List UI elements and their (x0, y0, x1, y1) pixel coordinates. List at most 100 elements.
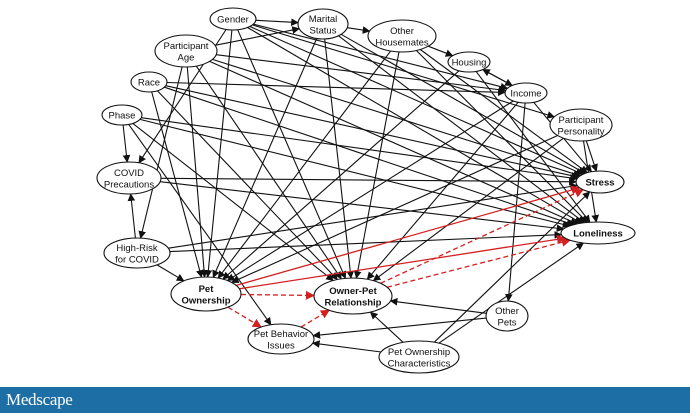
edge-other_pets-to-owner_pet (389, 297, 487, 314)
node-ellipse (485, 300, 529, 332)
node-label: Other (390, 26, 414, 37)
node-label: Stress (585, 178, 614, 189)
edge-covid_precautions-to-loneliness (160, 181, 565, 233)
edge-income-to-housing (482, 69, 513, 86)
node-ellipse (247, 323, 315, 355)
edge-race-to-income (166, 81, 506, 97)
edge-other_housemates-to-stress (419, 49, 588, 174)
edge-layer (122, 18, 600, 353)
node-ellipse (154, 34, 218, 68)
node-ellipse (130, 71, 168, 93)
edge-other_housemates-to-owner_pet (353, 51, 400, 279)
node-label: Owner-Pet (329, 286, 377, 297)
node-ellipse (297, 8, 349, 40)
node-ellipse (101, 104, 143, 126)
node-label: Issues (267, 340, 295, 351)
edge-phase-to-covid_precautions (122, 124, 131, 163)
edge-pet_ownership-to-loneliness (239, 234, 567, 290)
edge-income-to-pet_ownership (226, 100, 514, 282)
node-label: Phase (109, 111, 136, 122)
edge-participant_age-to-stress (212, 58, 581, 178)
edge-other_pets-to-pet_behavior (312, 317, 487, 339)
node-label: Age (178, 52, 195, 63)
edge-gender-to-personality (252, 24, 556, 119)
node-label: Race (138, 78, 160, 89)
node-label: Marital (309, 14, 338, 25)
edge-high_risk-to-loneliness (169, 231, 563, 253)
edge-race-to-loneliness (164, 86, 575, 227)
node-ellipse (170, 276, 242, 312)
node-ellipse (378, 340, 460, 374)
node-loneliness: Loneliness (560, 221, 636, 245)
edge-pet_characteristics-to-stress (433, 191, 591, 343)
footer-bar: Medscape (0, 387, 690, 413)
edge-phase-to-loneliness (139, 118, 571, 229)
node-label: Other (495, 306, 519, 317)
node-ellipse (504, 82, 548, 104)
node-label: Housemates (375, 37, 429, 48)
node-label: for COVID (115, 254, 159, 265)
edge-income-to-owner_pet (366, 101, 519, 280)
edge-gender-to-owner_pet (237, 29, 347, 280)
edge-covid_precautions-to-stress (160, 177, 577, 186)
edge-gender-to-pet_ownership (204, 29, 233, 278)
edge-gender-to-loneliness (247, 27, 582, 224)
node-label: Ownership (181, 295, 230, 306)
node-ellipse (549, 108, 613, 142)
edge-marital-to-pet_ownership (212, 38, 318, 279)
node-race: Race (130, 71, 168, 93)
node-label: Gender (217, 15, 249, 26)
edge-gender-to-marital (255, 18, 299, 27)
node-label: Status (310, 25, 337, 36)
node-stress: Stress (575, 170, 625, 194)
node-label: Pet Ownership (388, 347, 450, 358)
edge-pet_characteristics-to-pet_behavior (311, 340, 382, 353)
node-label: Participant (559, 115, 604, 126)
edge-participant_age-to-pet_ownership (186, 66, 208, 278)
edge-pet_ownership-to-pet_behavior (227, 306, 262, 328)
node-ellipse (103, 237, 171, 269)
edge-participant_age-to-marital (214, 26, 300, 46)
node-ellipse (575, 170, 625, 194)
node-housing: Housing (447, 51, 491, 73)
edge-other_housemates-to-housing (428, 45, 454, 57)
edge-race-to-pet_ownership (151, 91, 204, 278)
edge-marital-to-stress (340, 33, 586, 174)
edge-pet_ownership-to-owner_pet (240, 290, 315, 300)
node-label: Loneliness (573, 229, 623, 240)
edge-marital-to-other_housemates (347, 26, 371, 34)
edge-pet_behavior-to-owner_pet (300, 309, 330, 328)
edge-housing-to-pet_ownership (222, 70, 460, 280)
node-phase: Phase (101, 104, 143, 126)
node-label: Precautions (104, 179, 154, 190)
edge-other_housemates-to-pet_ownership (217, 50, 392, 279)
node-label: High-Risk (116, 243, 157, 254)
edge-high_risk-to-covid_precautions (127, 193, 136, 239)
edge-marital-to-owner_pet (324, 38, 355, 279)
node-label: Relationship (324, 297, 381, 308)
edge-phase-to-pet_behavior (128, 124, 272, 326)
node-label: Pets (497, 317, 516, 328)
node-ellipse (313, 277, 393, 315)
node-ellipse (367, 19, 437, 53)
medscape-logo: Medscape (6, 390, 73, 409)
node-label: Characteristics (388, 358, 451, 369)
node-label: Pet (199, 284, 215, 295)
edge-personality-to-stress (585, 140, 598, 172)
edge-high_risk-to-stress (168, 182, 578, 249)
edge-pet_characteristics-to-owner_pet (369, 311, 404, 343)
node-label: Participant (164, 41, 209, 52)
edge-personality-to-owner_pet (372, 137, 564, 282)
edge-phase-to-stress (141, 117, 578, 182)
node-income: Income (504, 82, 548, 104)
